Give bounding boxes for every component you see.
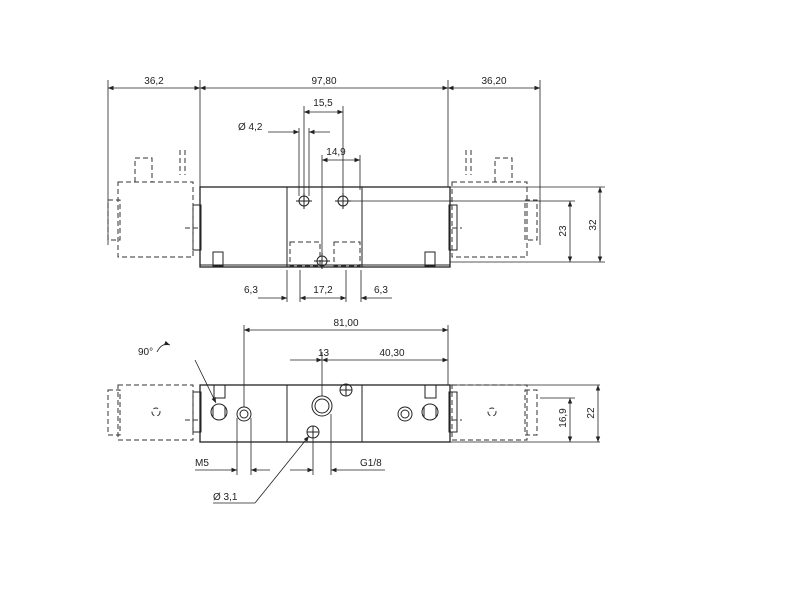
- dim-13: 13: [318, 348, 330, 359]
- dim-40-30: 40,30: [379, 348, 404, 359]
- thread-m5: M5: [195, 458, 209, 469]
- left-coil-outline-bottom: [107, 384, 200, 441]
- thread-g1-8: G1/8: [360, 458, 382, 469]
- valve-body-top: [199, 186, 451, 268]
- dim-hole-d4-2: Ø 4,2: [238, 122, 263, 133]
- dim-6-3-right: 6,3: [374, 285, 388, 296]
- port-right-2: [421, 403, 439, 421]
- dim-17-2: 17,2: [313, 285, 333, 296]
- dim-32: 32: [588, 219, 599, 231]
- right-coil-outline-bottom: [451, 384, 538, 441]
- bottom-view: 81,00 13 40,30 90° 16,9 22 M5 G1/8: [107, 318, 601, 504]
- port-left-1: [210, 403, 228, 421]
- dim-90-deg: 90°: [138, 347, 153, 358]
- valve-body-bottom: [199, 384, 451, 443]
- right-coil-outline: [451, 150, 538, 258]
- dim-36-2: 36,2: [144, 76, 164, 87]
- dim-36-20: 36,20: [481, 76, 506, 87]
- port-right-1: [397, 406, 413, 422]
- hole-d3-1: Ø 3,1: [213, 492, 238, 503]
- dim-6-3-left: 6,3: [244, 285, 258, 296]
- dim-14-9: 14,9: [326, 147, 346, 158]
- dim-15-5: 15,5: [313, 98, 333, 109]
- dim-81-00: 81,00: [333, 318, 358, 329]
- dim-97-80: 97,80: [311, 76, 336, 87]
- left-coil-outline: [107, 150, 200, 258]
- port-left-2: [236, 406, 252, 422]
- dim-16-9: 16,9: [558, 408, 569, 428]
- top-view: 36,2 97,80 36,20 15,5 Ø 4,2 14,9 23 32: [107, 76, 605, 302]
- dim-22: 22: [586, 407, 597, 419]
- dim-23: 23: [558, 225, 569, 237]
